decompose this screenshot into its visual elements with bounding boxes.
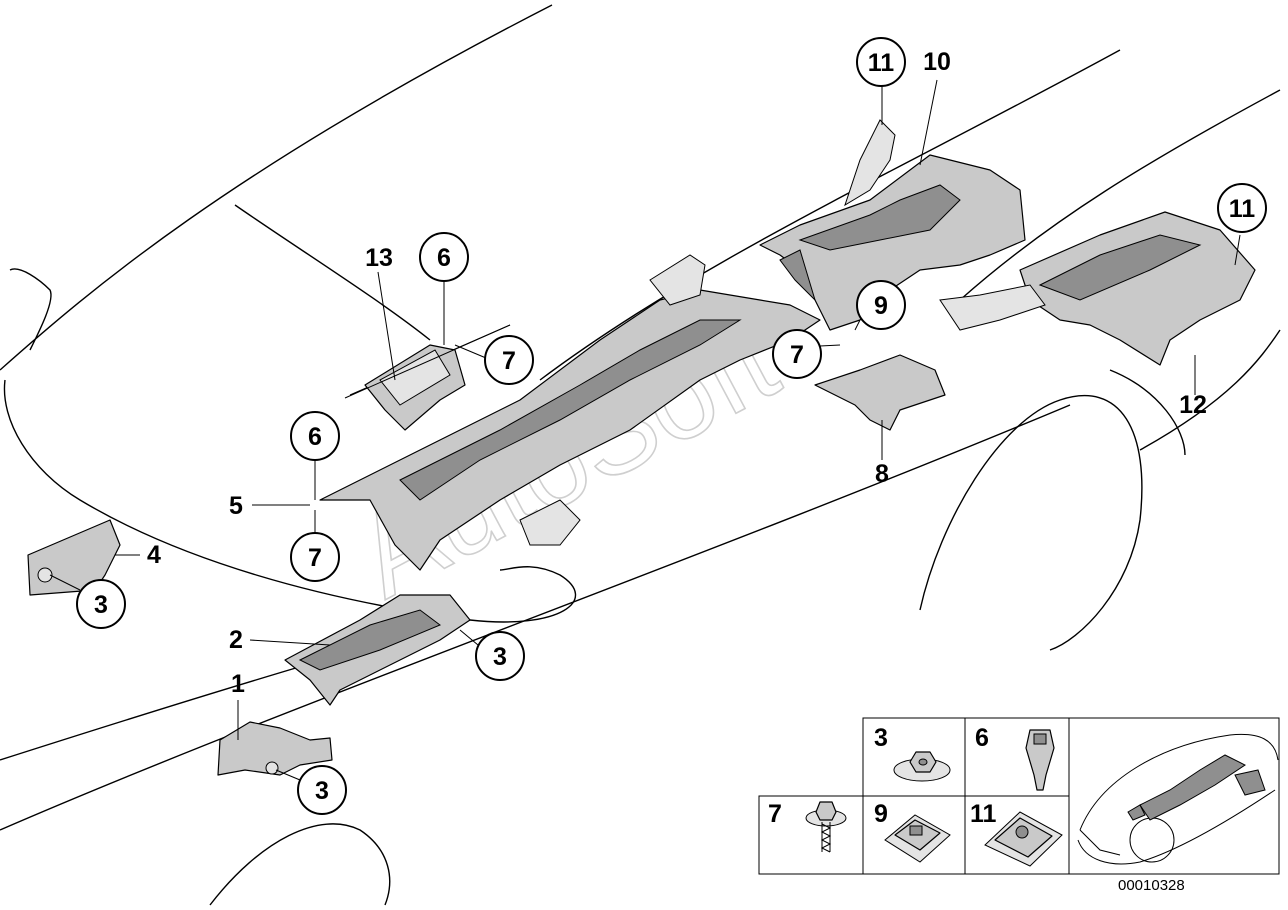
legend-label: 3 [874, 724, 888, 752]
nut-3-icon [893, 751, 951, 782]
callout-3-left: 3 [76, 579, 126, 629]
callout-13: 13 [365, 244, 393, 272]
callout-8: 8 [875, 460, 889, 488]
diagram-reference-number: 00010328 [1118, 877, 1185, 894]
callout-6-lower: 6 [290, 411, 340, 461]
callout-label: 5 [229, 492, 243, 520]
callout-label: 7 [502, 347, 516, 375]
callout-3-bottom: 3 [297, 765, 347, 815]
car-locator-icon [1077, 733, 1279, 865]
legend-item-11: 11 [970, 800, 1063, 867]
callout-6-upper: 6 [419, 232, 469, 282]
clip-nut-9-icon [884, 814, 951, 863]
callout-label: 3 [94, 591, 108, 619]
legend-item-3: 3 [874, 724, 951, 782]
callout-label: 13 [365, 244, 393, 272]
callout-label: 3 [315, 777, 329, 805]
callout-label: 12 [1179, 391, 1207, 419]
callout-label: 3 [493, 643, 507, 671]
callout-2: 2 [229, 626, 243, 654]
leader-lines [49, 79, 1241, 781]
callout-10: 10 [923, 48, 951, 76]
legend-item-6: 6 [975, 724, 1055, 791]
callout-label: 7 [790, 341, 804, 369]
callout-4: 4 [147, 541, 161, 569]
heat-shield-2 [284, 594, 471, 706]
clip-6-icon [1025, 729, 1055, 791]
screw-7-icon [805, 801, 847, 853]
heat-shield-10 [759, 119, 1026, 331]
bracket-8 [814, 354, 946, 431]
callout-label: 9 [874, 292, 888, 320]
heat-shield-12 [939, 211, 1256, 366]
callout-label: 6 [308, 423, 322, 451]
heat-shield-5 [319, 254, 821, 571]
callout-3-middle: 3 [475, 631, 525, 681]
callout-label: 2 [229, 626, 243, 654]
legend-label: 7 [768, 800, 782, 828]
legend-label: 9 [874, 800, 888, 828]
callout-12: 12 [1179, 391, 1207, 419]
bracket-4 [27, 519, 121, 596]
fastener-legend: 3 6 7 9 [758, 717, 1280, 875]
callout-label: 11 [868, 49, 895, 77]
callout-label: 11 [1229, 195, 1256, 223]
callout-7-middle: 7 [772, 329, 822, 379]
callout-label: 1 [231, 670, 245, 698]
callout-5: 5 [229, 492, 243, 520]
callout-label: 10 [923, 48, 951, 76]
legend-label: 11 [970, 800, 997, 828]
callout-11-top: 11 [856, 37, 906, 87]
callout-label: 8 [875, 460, 889, 488]
callout-label: 4 [147, 541, 161, 569]
callout-label: 6 [437, 244, 451, 272]
callout-1: 1 [231, 670, 245, 698]
clip-nut-11-icon [984, 811, 1063, 867]
callout-label: 7 [308, 544, 322, 572]
heat-shield-13 [344, 324, 511, 431]
callout-11-right: 11 [1217, 183, 1267, 233]
callout-7-upper: 7 [484, 335, 534, 385]
legend-label: 6 [975, 724, 989, 752]
bracket-1 [217, 721, 333, 776]
callout-7-lower: 7 [290, 532, 340, 582]
callout-9: 9 [856, 280, 906, 330]
legend-item-7: 7 [768, 800, 847, 853]
legend-item-9: 9 [874, 800, 951, 863]
